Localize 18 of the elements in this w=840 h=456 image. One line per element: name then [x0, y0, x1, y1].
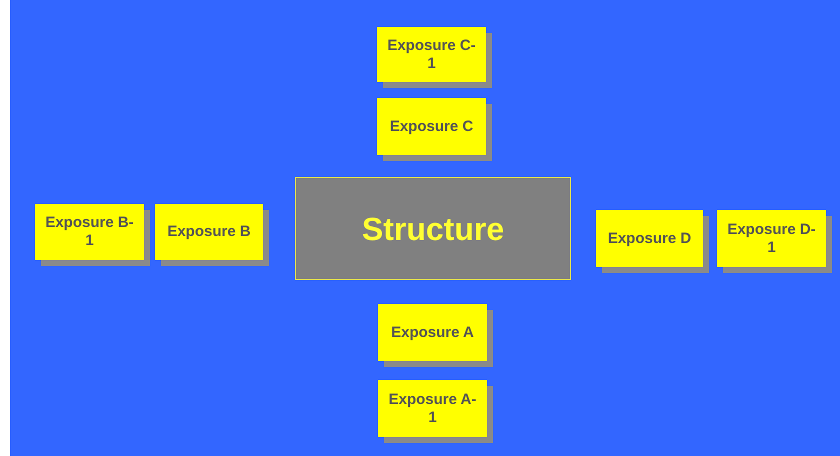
note-box: [35, 204, 144, 260]
central-box: [295, 177, 571, 280]
note-box: [155, 204, 263, 260]
box-label: Exposure C-1: [386, 36, 477, 72]
note-box: [596, 210, 703, 267]
box-label: Exposure B-1: [44, 214, 135, 250]
note-box: [377, 98, 486, 155]
note-box: [377, 27, 486, 82]
box-label: Exposure D-1: [726, 220, 817, 256]
box-label: Exposure C: [390, 118, 474, 136]
box-label: Exposure A-1: [388, 390, 478, 426]
box-label: Exposure B: [167, 223, 251, 241]
box-label: Structure: [362, 210, 504, 246]
note-box: [378, 380, 487, 437]
box-label: Exposure A: [391, 324, 474, 342]
note-box: [378, 304, 487, 361]
box-label: Exposure D: [608, 230, 692, 248]
note-box: [717, 210, 826, 267]
